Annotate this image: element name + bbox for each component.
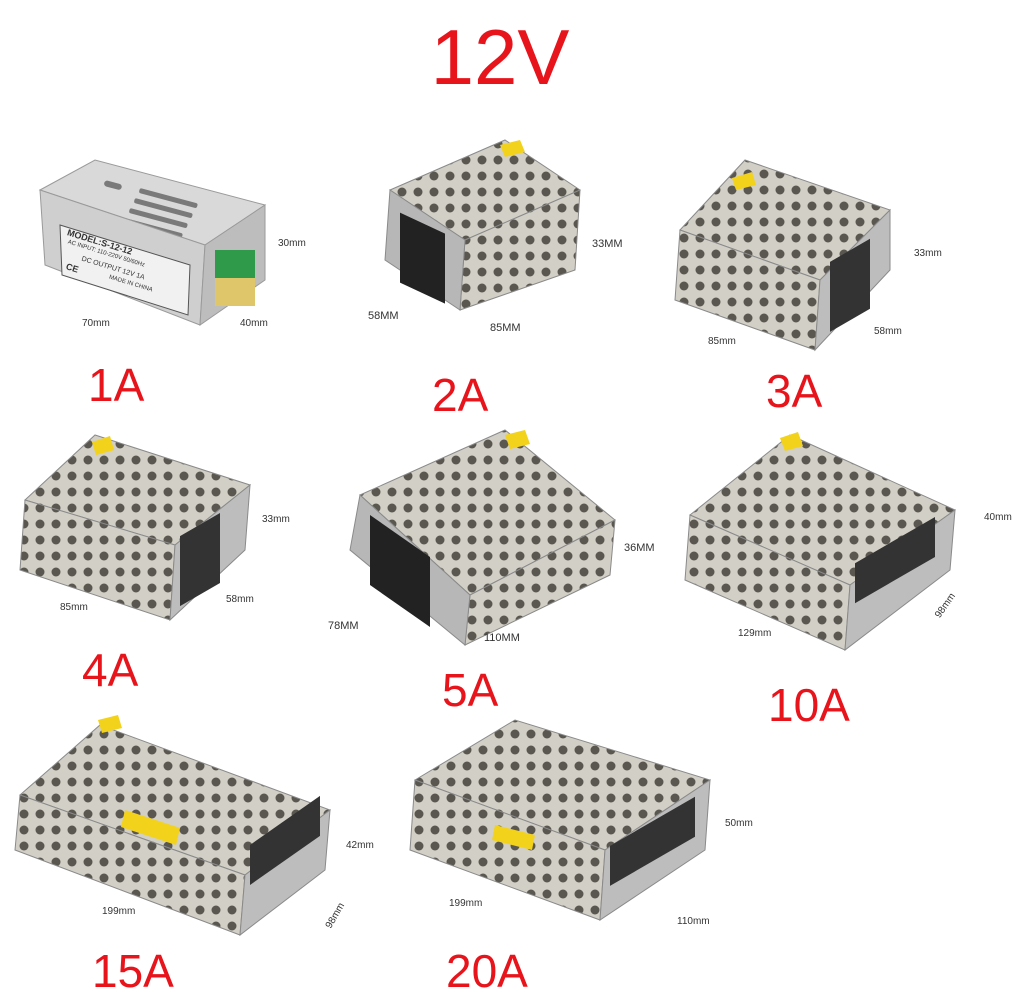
dim-length: 85MM xyxy=(490,322,521,334)
current-label-2a: 2A xyxy=(432,369,489,421)
dim-depth: 58MM xyxy=(368,310,399,322)
dim-length: 199mm xyxy=(102,906,136,917)
psu-2a-image xyxy=(384,139,582,311)
psu-20a-card: 50mm 199mm 110mm xyxy=(395,710,795,960)
dim-length: 199mm xyxy=(449,898,483,909)
dim-length: 129mm xyxy=(738,628,772,639)
dim-height: 40mm xyxy=(984,512,1012,523)
dim-height: 42mm xyxy=(346,840,374,851)
psu-20a-image xyxy=(409,719,712,921)
psu-5a-card: 36MM 78MM 110MM xyxy=(320,420,680,670)
psu-10a-image xyxy=(684,432,956,652)
psu-5a-image xyxy=(349,429,616,646)
current-label-4a: 4A xyxy=(82,644,139,696)
dim-height: 50mm xyxy=(725,818,753,829)
psu-3a-card: 33mm 85mm 58mm xyxy=(660,150,1000,370)
psu-10a-card: 40mm 129mm 98mm xyxy=(670,420,1012,670)
current-label-15a: 15A xyxy=(92,945,174,997)
current-label-5a: 5A xyxy=(442,664,499,716)
dim-length: 110MM xyxy=(484,632,520,644)
psu-15a-image xyxy=(14,715,332,937)
psu-1a-image xyxy=(38,159,267,326)
psu-4a-card: 33mm 85mm 58mm xyxy=(0,420,300,650)
current-label-10a: 10A xyxy=(768,679,850,731)
dim-depth: 110mm xyxy=(677,916,710,927)
psu-15a-card: 42mm 199mm 98mm xyxy=(0,710,374,950)
dim-height: 33mm xyxy=(914,248,942,259)
psu-4a-image xyxy=(19,434,252,622)
psu-1a-card: MODEL:S-12-12 AC INPUT: 110-220V 50/60Hz… xyxy=(0,150,306,410)
dim-length: 85mm xyxy=(708,336,736,347)
psu-2a-card: 33MM 58MM 85MM xyxy=(330,120,650,370)
dim-height: 36MM xyxy=(624,542,655,554)
page-title: 12V xyxy=(430,13,570,101)
dim-length: 85mm xyxy=(60,602,88,613)
dim-depth: 40mm xyxy=(240,318,268,329)
current-label-3a: 3A xyxy=(766,365,823,417)
dim-depth: 78MM xyxy=(328,620,359,632)
dim-depth: 58mm xyxy=(874,326,902,337)
dim-height: 30mm xyxy=(278,238,306,249)
current-label-1a: 1A xyxy=(88,359,145,411)
current-label-20a: 20A xyxy=(446,945,528,997)
dim-depth: 58mm xyxy=(226,594,254,605)
psu-3a-image xyxy=(674,159,891,352)
dim-height: 33mm xyxy=(262,514,290,525)
dim-length: 70mm xyxy=(82,318,110,329)
dim-height: 33MM xyxy=(592,238,623,250)
